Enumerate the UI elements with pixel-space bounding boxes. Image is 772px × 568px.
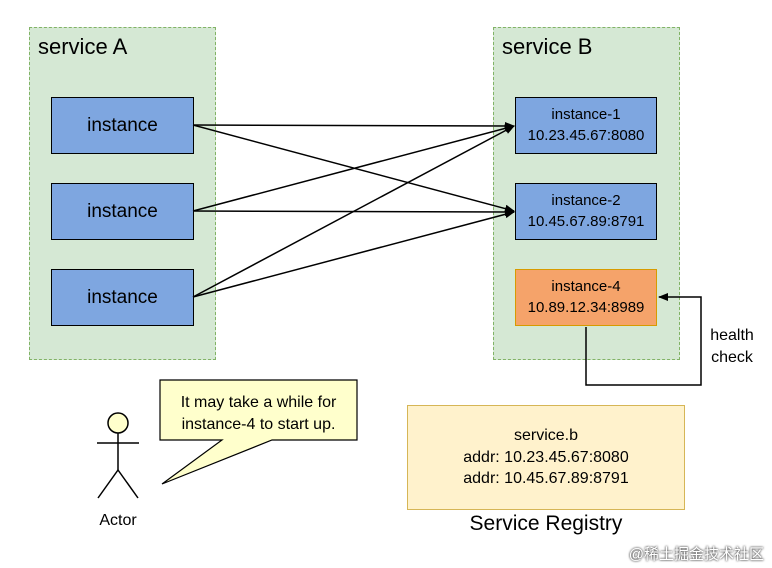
instance-4-addr: 10.89.12.34:8989 <box>527 298 645 316</box>
instance-2-addr: 10.45.67.89:8791 <box>527 212 645 230</box>
watermark: @稀土掘金技术社区 <box>628 546 764 563</box>
instance-label: instance <box>87 200 158 222</box>
registry-addr-1: addr: 10.23.45.67:8080 <box>463 448 629 466</box>
service-b-instance-1[interactable]: instance-1 10.23.45.67:8080 <box>515 97 657 154</box>
actor-label: Actor <box>99 512 137 529</box>
arrow-a3-to-b2 <box>192 210 515 298</box>
service-a-title: service A <box>38 34 128 59</box>
instance-1-name: instance-1 <box>551 106 621 124</box>
service-registry-box[interactable]: service.b addr: 10.23.45.67:8080 addr: 1… <box>407 405 685 510</box>
instance-4-name: instance-4 <box>551 278 621 296</box>
instance-label: instance <box>87 286 158 308</box>
health-check-arrow <box>585 293 702 386</box>
arrow-a3-to-b1 <box>192 125 515 298</box>
service-b-instance-2[interactable]: instance-2 10.45.67.89:8791 <box>515 183 657 240</box>
arrow-a2-to-b1 <box>192 124 515 212</box>
health-check-label: health check <box>710 327 754 366</box>
instance-label: instance <box>87 114 158 136</box>
registry-service-name: service.b <box>513 427 579 445</box>
service-a-instance-1[interactable]: instance <box>51 97 194 154</box>
instance-1-addr: 10.23.45.67:8080 <box>527 126 645 144</box>
arrow-a1-to-b1 <box>192 121 515 130</box>
callout-bubble <box>159 379 358 485</box>
service-b-instance-4[interactable]: instance-4 10.89.12.34:8989 <box>515 269 657 326</box>
service-registry-title: Service Registry <box>469 512 623 535</box>
service-a-instance-2[interactable]: instance <box>51 183 194 240</box>
service-b-title: service B <box>502 34 593 59</box>
registry-addr-2: addr: 10.45.67.89:8791 <box>463 470 629 488</box>
actor-icon <box>97 412 139 499</box>
callout-text: It may take a while for instance-4 to st… <box>180 394 337 433</box>
instance-2-name: instance-2 <box>551 192 621 210</box>
